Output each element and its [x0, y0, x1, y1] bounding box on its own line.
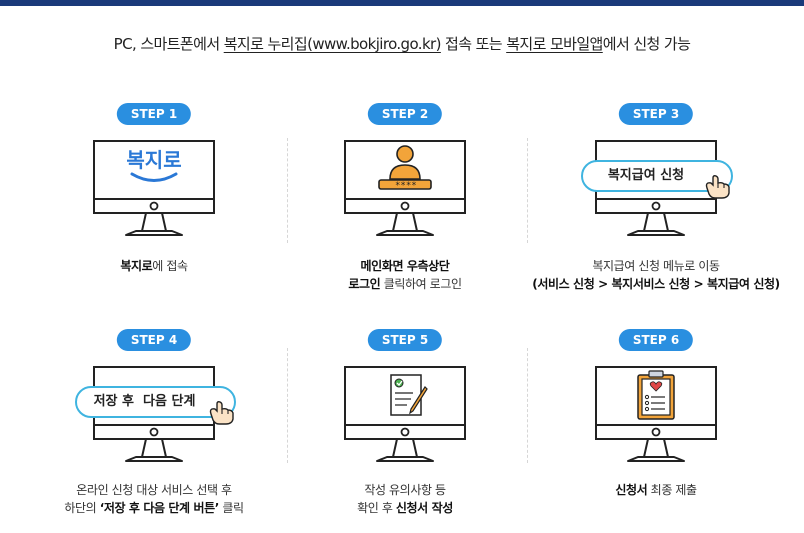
- bokjiro-mobile-app-link[interactable]: 복지로 모바일앱: [506, 35, 603, 53]
- step-badge: STEP 3: [618, 103, 694, 125]
- caption-suffix: 클릭: [218, 501, 244, 515]
- user-login-icon: ****: [378, 145, 432, 191]
- caption-line: 작성 유의사항 등: [364, 483, 446, 497]
- caption-line: 온라인 신청 대상 서비스 선택 후: [76, 483, 232, 497]
- headline-prefix: PC, 스마트폰에서: [113, 35, 224, 53]
- headline-suffix: 에서 신청 가능: [602, 35, 691, 53]
- caption-bold: (서비스 신청 > 복지서비스 신청 > 복지급여 신청): [532, 277, 780, 291]
- caption-bold: 신청서: [615, 483, 648, 497]
- caption-bold: 로그인: [348, 277, 381, 291]
- password-mask: ****: [395, 181, 417, 191]
- step-badge: STEP 1: [116, 103, 192, 125]
- callout-label: 저장 후 다음 단계: [93, 394, 196, 409]
- step-caption: 복지로에 접속: [29, 257, 279, 275]
- step-badge: STEP 5: [367, 329, 443, 351]
- bokjiro-website-link[interactable]: 복지로 누리집(www.bokjiro.go.kr): [223, 35, 442, 53]
- monitor-icon: [595, 366, 717, 462]
- caption-prefix: 확인 후: [357, 501, 396, 515]
- step-divider: [527, 348, 528, 463]
- step-caption: 작성 유의사항 등 확인 후 신청서 작성: [280, 481, 530, 517]
- monitor-icon: [344, 366, 466, 462]
- hand-pointer-icon: [209, 401, 234, 425]
- caption-bold: ‘저장 후 다음 단계 버튼’: [99, 501, 220, 515]
- document-pen-icon: [390, 374, 428, 416]
- monitor-icon: 복지로: [93, 140, 215, 236]
- headline-mid: 접속 또는: [440, 35, 507, 53]
- caption-bold: 복지로: [120, 259, 153, 273]
- step-divider: [527, 138, 528, 243]
- step-caption: 온라인 신청 대상 서비스 선택 후 하단의 ‘저장 후 다음 단계 버튼’ 클…: [29, 481, 279, 517]
- clipboard-heart-icon: [637, 370, 675, 420]
- caption-rest: 최종 제출: [647, 483, 697, 497]
- caption-rest: 클릭하여 로그인: [380, 277, 462, 291]
- hand-pointer-icon: [705, 175, 730, 199]
- step-divider: [287, 138, 288, 243]
- caption-bold: 메인화면 우측상단: [360, 259, 450, 273]
- caption-prefix: 하단의: [64, 501, 100, 515]
- top-accent-bar: [0, 0, 804, 6]
- monitor-icon: ****: [344, 140, 466, 236]
- step-badge: STEP 4: [116, 329, 192, 351]
- step-badge: STEP 6: [618, 329, 694, 351]
- step-caption: 메인화면 우측상단 로그인 클릭하여 로그인: [280, 257, 530, 293]
- step-caption: 복지급여 신청 메뉴로 이동 (서비스 신청 > 복지서비스 신청 > 복지급여…: [511, 257, 801, 293]
- step-caption: 신청서 최종 제출: [531, 481, 781, 499]
- caption-rest: 에 접속: [152, 259, 188, 273]
- step-divider: [287, 348, 288, 463]
- bokjiro-logo-text: 복지로: [126, 148, 181, 172]
- bokjiro-logo: 복지로: [126, 148, 182, 182]
- page-headline: PC, 스마트폰에서 복지로 누리집(www.bokjiro.go.kr) 접속…: [0, 33, 804, 54]
- caption-bold: 신청서 작성: [395, 501, 453, 515]
- callout-label: 복지급여 신청: [607, 168, 685, 183]
- step-badge: STEP 2: [367, 103, 443, 125]
- save-next-step-button[interactable]: 저장 후 다음 단계: [75, 386, 236, 418]
- caption-line: 복지급여 신청 메뉴로 이동: [592, 259, 720, 273]
